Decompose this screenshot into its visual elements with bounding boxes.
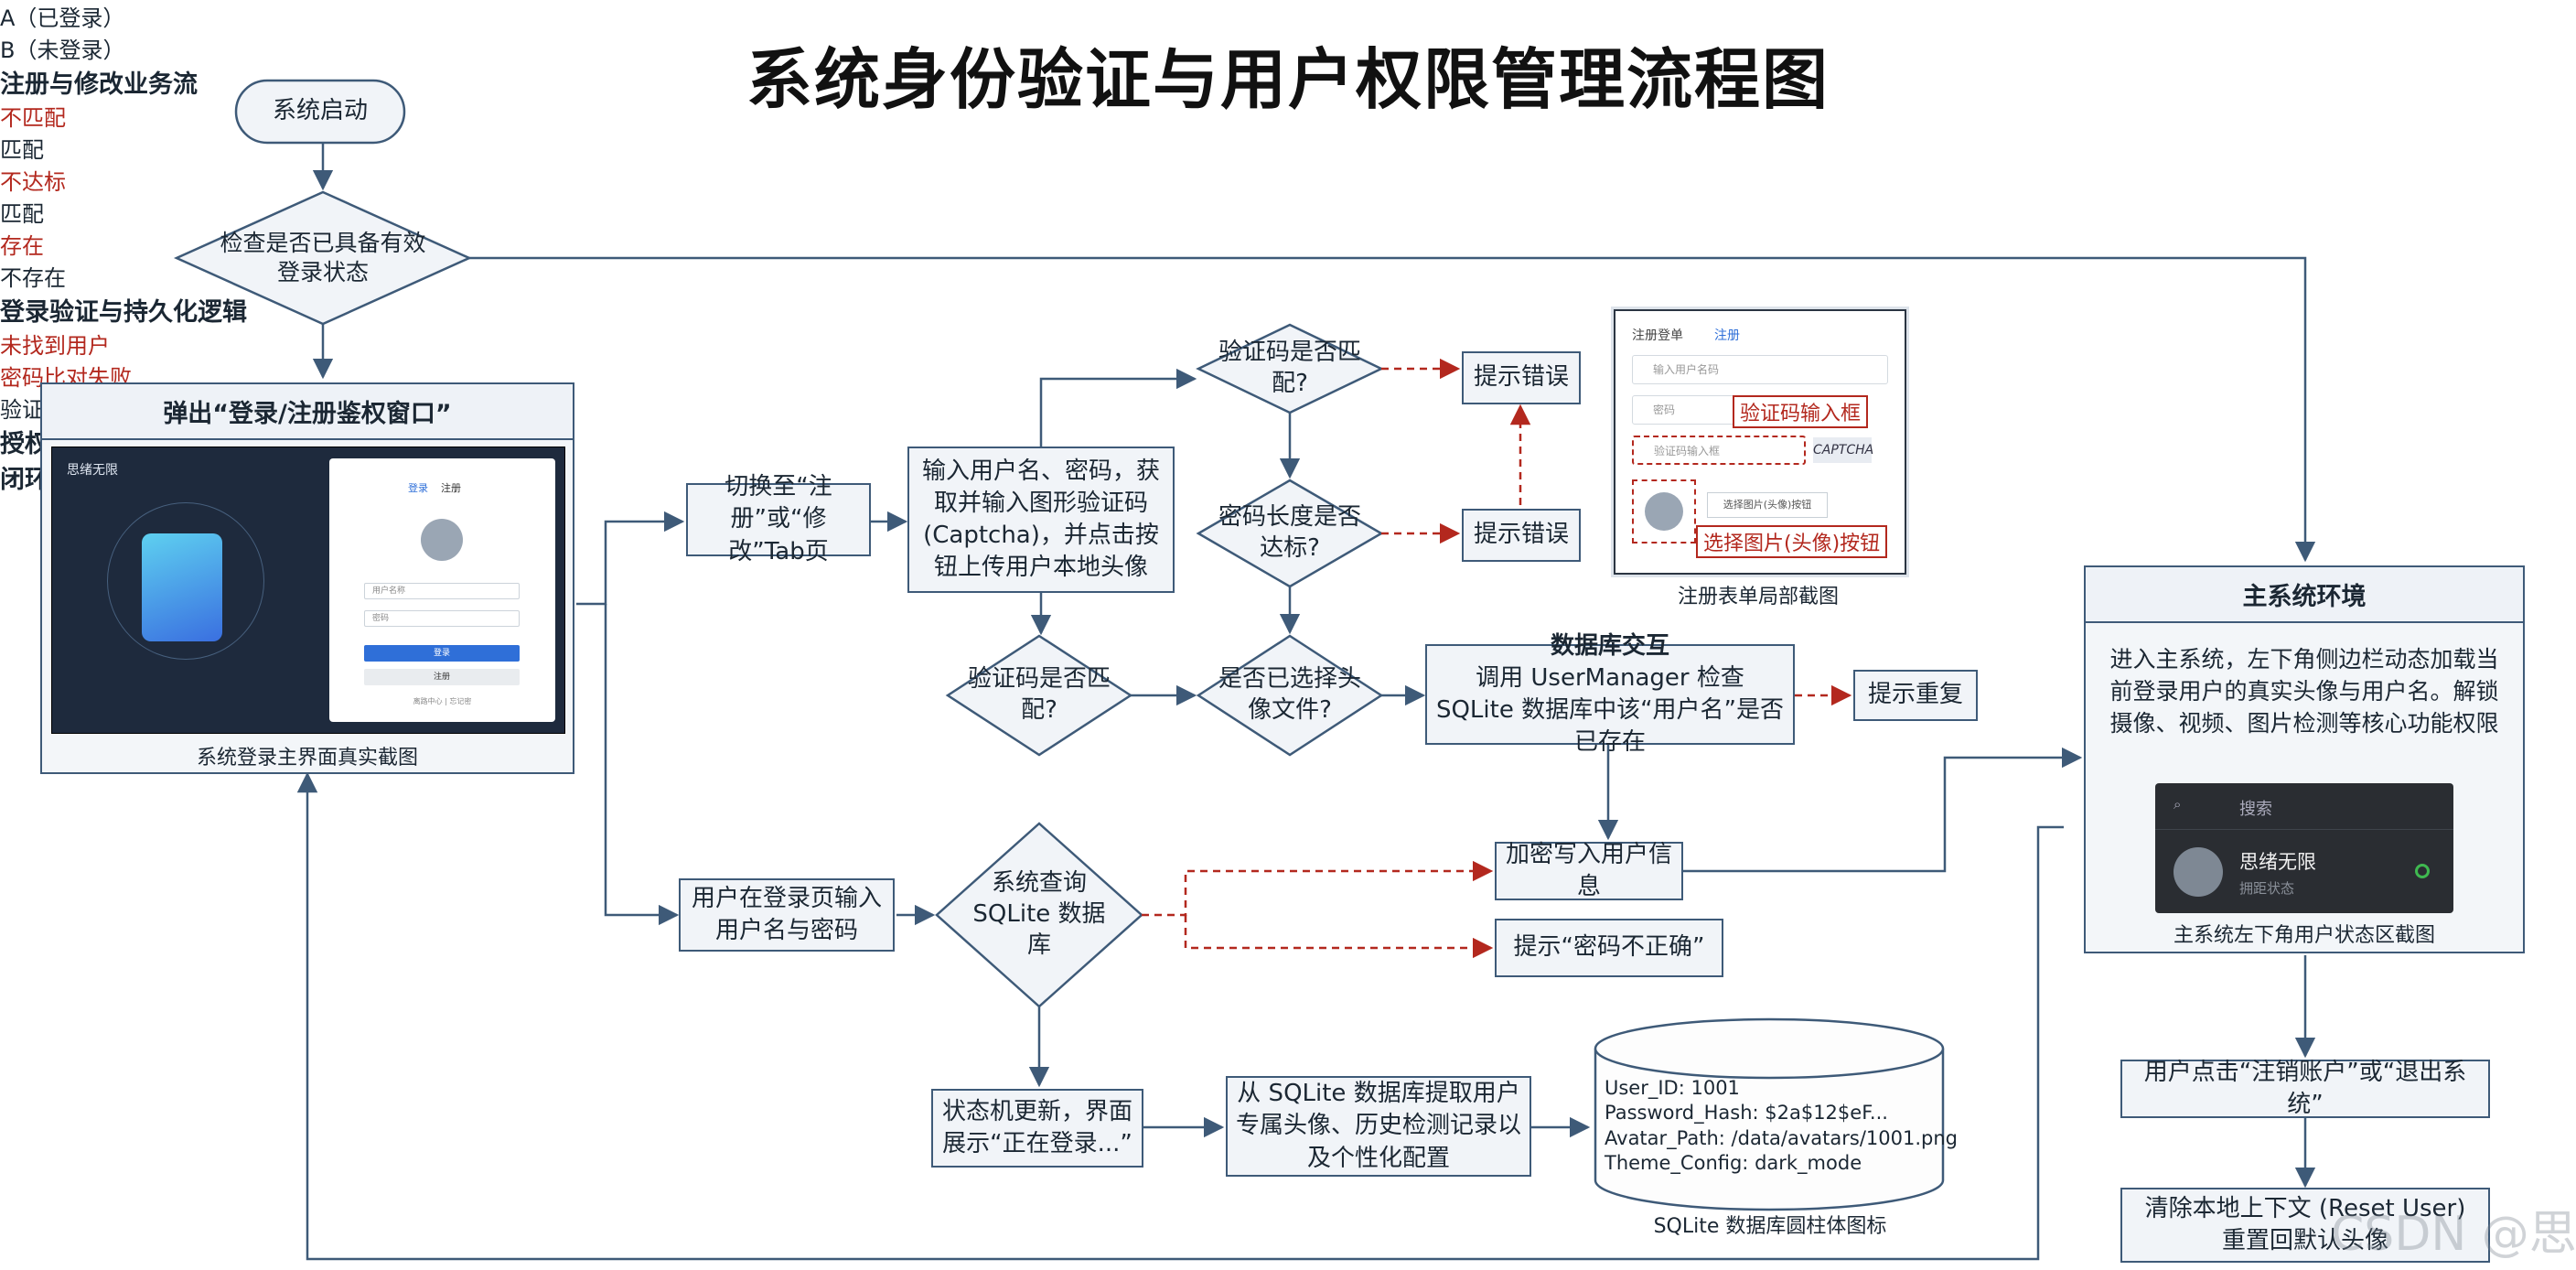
avatar-diamond [1196,634,1384,757]
cylinder-caption: SQLite 数据库圆柱体图标 [1653,1215,1887,1238]
edge-b-not-logged: B（未登录） [0,38,125,63]
login-tabs: 登录 注册 [408,480,461,495]
prompt-repeat-box: 提示重复 [1853,670,1978,721]
input-info-box: 输入用户名、密码，获取并输入图形验证码(Captcha)，并点击按钮上传用户本地… [907,447,1175,593]
watermark: CSDN @思绪无限 [2331,1207,2576,1262]
encrypt-write-box: 加密写入用户信息 [1495,841,1683,900]
password-input[interactable]: 密码 [364,610,520,627]
login-button[interactable]: 登录 [364,645,520,662]
sys-query-label: 系统查询 SQLite 数据库 [972,869,1106,959]
online-icon [2415,864,2430,878]
decor-ring [107,502,264,660]
tag-captcha-input: 验证码输入框 [1733,395,1869,428]
search-icon[interactable]: ⌕ [2174,796,2182,813]
fetch-data-box: 从 SQLite 数据库提取用户专属头像、历史检测记录以及个性化配置 [1226,1076,1531,1177]
tab-register[interactable]: 注册 [441,482,461,494]
reg-avatar-icon [1645,492,1683,531]
captcha-left-label: 验证码是否匹配? [967,665,1111,724]
captcha-left-diamond [945,634,1133,757]
username-input[interactable]: 用户名称 [364,583,520,599]
main-env-title: 主系统环境 [2086,567,2523,623]
edge-mismatch: 不匹配 [0,105,66,131]
clear-ctx-box: 清除本地上下文 (Reset User) 重置回默认头像 [2120,1188,2490,1263]
phone-illustration [142,533,222,641]
start-label: 系统启动 [272,97,368,125]
user-status-caption: 主系统左下角用户状态区截图 [2173,924,2435,947]
edge-user-not-found: 未找到用户 [0,333,110,359]
pwd-len-label: 密码长度是否达标? [1218,503,1361,562]
switch-tab-box: 切换至“注册”或“修改”Tab页 [686,473,871,565]
db-interact-title: 数据库交互 [1550,631,1669,660]
edge-not-meet: 不达标 [0,169,66,195]
user-avatar[interactable] [2174,847,2223,897]
edge-match-mid: 匹配 [0,137,44,163]
auth-window-title: 弹出“登录/注册鉴权窗口” [42,384,573,440]
edge-exists: 存在 [0,233,44,259]
user-status-screenshot: ⌕ 搜索 思绪无限 拥距状态 [2155,783,2453,913]
pwd-wrong-box: 提示“密码不正确” [1495,919,1723,977]
login-screenshot: 思绪无限 登录 注册 用户名称 密码 登录 注册 离路中心 | 忘记密 [51,447,565,734]
edge-login-flow: 登录验证与持久化逻辑 [0,298,247,327]
login-shot-caption: 系统登录主界面真实截图 [196,747,418,770]
main-env-body: 进入主系统，左下角侧边栏动态加载当前登录用户的真实头像与用户名。解锁摄像、视频、… [2109,646,2499,737]
db-record-text: User_ID: 1001 Password_Hash: $2a$12$eF..… [1605,1077,1959,1174]
reg-tab-2[interactable]: 注册 [1714,328,1740,343]
db-interact-body: 调用 UserManager 检查 SQLite 数据库中该“用户名”是否已存在 [1435,663,1785,757]
tab-login[interactable]: 登录 [408,482,428,494]
reg-avatar-frame[interactable] [1632,479,1696,544]
status-search[interactable]: 搜索 [2239,800,2272,819]
error-mid-box: 提示错误 [1462,509,1581,562]
login-input-box: 用户在登录页输入用户名与密码 [679,878,895,952]
reg-username-field[interactable]: 输入用户名码 [1632,355,1888,384]
start-node [234,79,406,145]
db-interact-box: 数据库交互 调用 UserManager 检查 SQLite 数据库中该“用户名… [1425,632,1795,756]
error-top-box: 提示错误 [1462,351,1581,404]
login-card: 登录 注册 用户名称 密码 登录 注册 离路中心 | 忘记密 [329,458,555,722]
register-button[interactable]: 注册 [364,669,520,685]
reg-tab-1[interactable]: 注册登单 [1632,328,1683,343]
reg-captcha-field[interactable]: 验证码输入框 [1632,436,1806,465]
status-text: 拥距状态 [2239,880,2295,897]
login-brand: 思绪无限 [67,463,118,478]
choose-image-button[interactable]: 选择图片(头像)按钮 [1707,492,1828,518]
login-footer: 离路中心 | 忘记密 [413,697,472,705]
page-title: 系统身份验证与用户权限管理流程图 [746,41,1830,118]
logout-box: 用户点击“注销账户”或“退出系统” [2120,1059,2490,1118]
sqlite-cylinder [1594,1017,1945,1211]
register-screenshot: 注册登单 注册 输入用户名码 密码 验证码输入框 验证码输入框 CAPTCHA … [1614,309,1906,575]
register-shot-caption: 注册表单局部截图 [1677,586,1839,608]
status-username: 思绪无限 [2239,851,2316,873]
captcha-top-label: 验证码是否匹配? [1218,339,1361,397]
edge-register-flow: 注册与修改业务流 [0,70,198,99]
tag-avatar-button: 选择图片(头像)按钮 [1696,525,1888,558]
check-login-label: 检查是否已具备有效登录状态 [220,229,426,286]
edge-a-logged: A（已登录） [0,5,125,31]
edge-match-left: 匹配 [0,201,44,227]
status-divider [2155,829,2453,830]
state-update-box: 状态机更新，界面展示“正在登录...” [931,1089,1143,1168]
captcha-image[interactable]: CAPTCHA [1813,437,1873,463]
avatar-check-label: 是否已选择头像文件? [1218,665,1361,724]
edge-not-exists: 不存在 [0,265,66,291]
avatar [421,519,463,561]
